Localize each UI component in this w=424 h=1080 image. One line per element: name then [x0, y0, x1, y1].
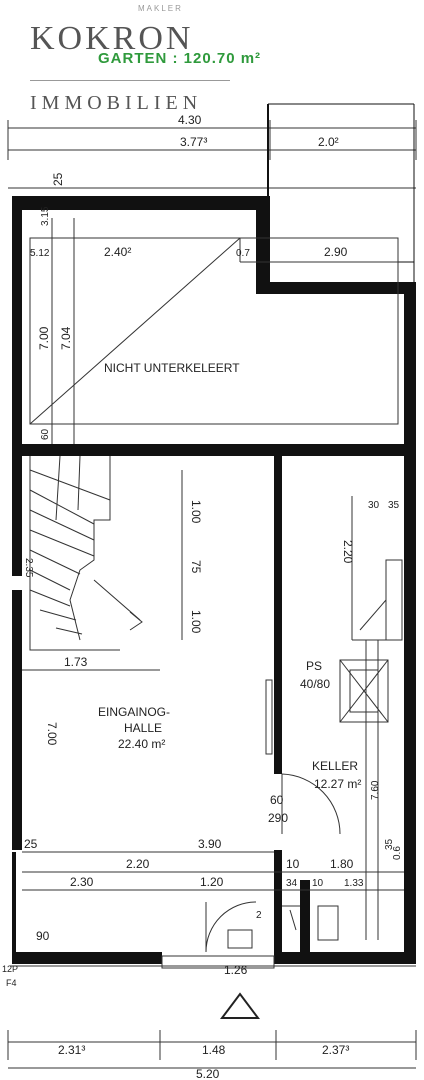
dim-top-total: 4.30 [178, 113, 202, 127]
dim-07: 0.7 [236, 248, 250, 259]
dim-220: 2.20 [341, 540, 355, 564]
dim-35b: 35 [384, 838, 395, 850]
interior-details [10, 496, 416, 969]
dim-34: 34 [286, 878, 298, 889]
dim-60: 60 [40, 428, 51, 440]
room-label-ps-size: 40/80 [300, 677, 330, 691]
entrance-marker-icon [220, 992, 260, 1019]
unexcavated-zone [29, 218, 399, 444]
brand-subtitle: IMMOBILIEN [30, 92, 203, 114]
dim-230: 2.30 [70, 875, 94, 889]
dim-75: 75 [189, 560, 203, 574]
dim-760: 7.60 [370, 780, 381, 800]
dim-237: 2.37³ [322, 1043, 349, 1057]
dim-390: 3.90 [198, 837, 222, 851]
dim-315: 3.15 [40, 206, 51, 226]
room-label-ps: PS [306, 659, 322, 673]
brand-top-text: MAKLER [138, 4, 183, 13]
room-label-keller-area: 12.27 m² [314, 777, 361, 791]
dim-240: 2.40² [104, 245, 131, 259]
outer-walls [12, 196, 416, 964]
bottom-dimension-lines [7, 1030, 417, 1069]
dim-290: 2.90 [324, 245, 348, 259]
dim-100a: 1.00 [189, 500, 203, 524]
room-label-hall-2: HALLE [124, 721, 162, 735]
dim-35: 35 [388, 500, 400, 511]
dim-90: 90 [36, 929, 50, 943]
room-label-hall-1: EINGAINOG- [98, 705, 170, 719]
dim-512: 5.12 [30, 248, 50, 259]
dim-f4: F4 [6, 978, 17, 988]
dim-120: 1.20 [200, 875, 224, 889]
dim-10b: 10 [312, 878, 324, 889]
top-dimension-lines [7, 120, 417, 189]
dim-180: 1.80 [330, 857, 354, 871]
dim-148: 1.48 [202, 1043, 226, 1057]
dim-30: 30 [368, 500, 380, 511]
dim-520: 5.20 [196, 1067, 220, 1080]
staircase [29, 455, 183, 651]
dim-220b: 2.20 [126, 857, 150, 871]
dim-704: 7.04 [59, 326, 73, 350]
room-label-hall-area: 22.40 m² [118, 737, 165, 751]
brand-logo: MAKLER KOKRON IMMOBILIEN [30, 4, 250, 114]
dim-235: 2.35 [23, 558, 34, 578]
dim-290b: 290 [268, 811, 288, 825]
garden-area-label: GARTEN : 120.70 m² [98, 50, 262, 67]
dim-173: 1.73 [64, 655, 88, 669]
dim-60b: 60 [270, 793, 284, 807]
dim-25b: 25 [24, 837, 38, 851]
dim-231: 2.31³ [58, 1043, 85, 1057]
dim-12p: 12P [2, 964, 18, 974]
dim-126: 1.26 [224, 963, 248, 977]
dim-2: 2 [256, 910, 262, 921]
dim-top-left: 3.77³ [180, 135, 207, 149]
dim-100b: 1.00 [189, 610, 203, 634]
brand-rule [30, 80, 230, 81]
dim-10: 10 [286, 857, 300, 871]
dim-25: 25 [51, 172, 65, 186]
dim-133: 1.33 [344, 878, 364, 889]
room-label-keller: KELLER [312, 759, 358, 773]
brand-name: KOKRON [30, 20, 194, 57]
room-label-unexcavated: NICHT UNTERKELEERT [104, 361, 240, 375]
dim-top-right: 2.0² [318, 135, 339, 149]
dim-700b: 7.00 [45, 722, 59, 746]
dim-700: 7.00 [37, 326, 51, 350]
dim-06: 0.6 [392, 846, 403, 860]
